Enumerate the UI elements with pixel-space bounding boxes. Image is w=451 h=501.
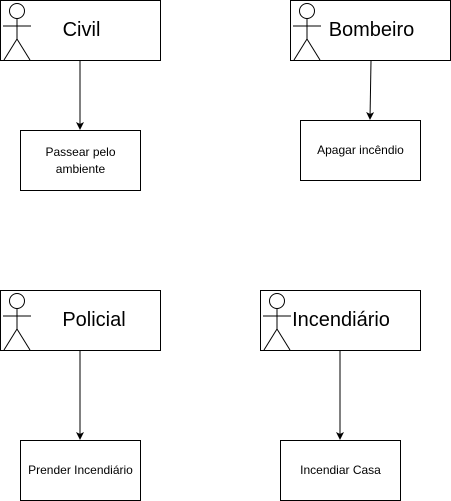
actor-label-incendiario: Incendiário <box>292 309 390 331</box>
actor-policial[interactable]: Policial <box>0 290 161 351</box>
stick-figure-icon <box>3 293 31 351</box>
task-label-apagar: Apagar incêndio <box>317 143 404 158</box>
task-label-incendiar: Incendiar Casa <box>300 463 381 478</box>
stick-figure-icon <box>3 3 31 61</box>
actor-bombeiro[interactable]: Bombeiro <box>290 0 451 61</box>
task-label-passear: Passear pelo ambiente <box>45 145 116 176</box>
task-passear-pelo-ambiente[interactable]: Passear pelo ambiente <box>20 130 141 191</box>
task-incendiar-casa[interactable]: Incendiar Casa <box>280 440 401 501</box>
actor-label-civil: Civil <box>62 19 101 41</box>
actor-civil[interactable]: Civil <box>0 0 161 61</box>
edge-bombeiro-apagar <box>366 60 375 120</box>
actor-incendiario[interactable]: Incendiário <box>260 290 421 351</box>
task-apagar-incendio[interactable]: Apagar incêndio <box>300 120 421 181</box>
task-prender-incendiario[interactable]: Prender Incendiário <box>20 440 141 501</box>
stick-figure-icon <box>263 293 291 351</box>
task-label-prender: Prender Incendiário <box>28 463 133 478</box>
actor-label-policial: Policial <box>62 309 126 331</box>
stick-figure-icon <box>293 3 321 61</box>
actor-label-bombeiro: Bombeiro <box>328 19 415 41</box>
